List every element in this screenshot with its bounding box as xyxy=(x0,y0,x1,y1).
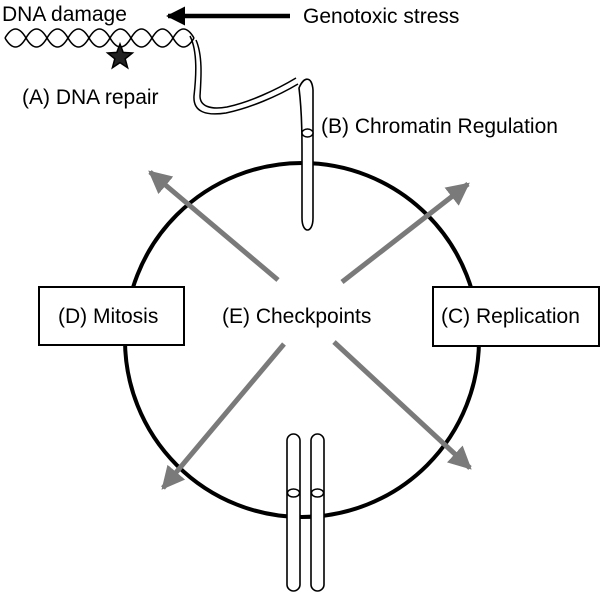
centromere-right xyxy=(310,488,325,498)
star-icon xyxy=(105,41,135,70)
replication-label: (C) Replication xyxy=(441,305,580,328)
dna-strand-tail xyxy=(189,35,299,115)
genotoxic-stress-label: Genotoxic stress xyxy=(303,5,459,28)
checkpoints-label: (E) Checkpoints xyxy=(222,305,371,328)
mitosis-box xyxy=(38,286,185,346)
dna-helix xyxy=(4,28,195,48)
centromere xyxy=(301,128,314,138)
mitosis-label: (D) Mitosis xyxy=(58,305,158,328)
arrow-up-right xyxy=(340,182,470,284)
sister-chromatids xyxy=(286,433,325,592)
single-chromosome xyxy=(298,78,314,231)
arrow-down-left xyxy=(161,342,286,490)
arrow-up-left xyxy=(148,170,280,282)
chromatin-regulation-label: (B) Chromatin Regulation xyxy=(321,115,558,138)
checkpoint-arrows xyxy=(148,170,472,490)
dna-repair-label: (A) DNA repair xyxy=(22,86,159,109)
replication-box xyxy=(432,286,600,347)
dna-damage-label: DNA damage xyxy=(2,3,127,26)
arrow-down-right xyxy=(332,340,472,470)
centromere-left xyxy=(286,488,301,498)
